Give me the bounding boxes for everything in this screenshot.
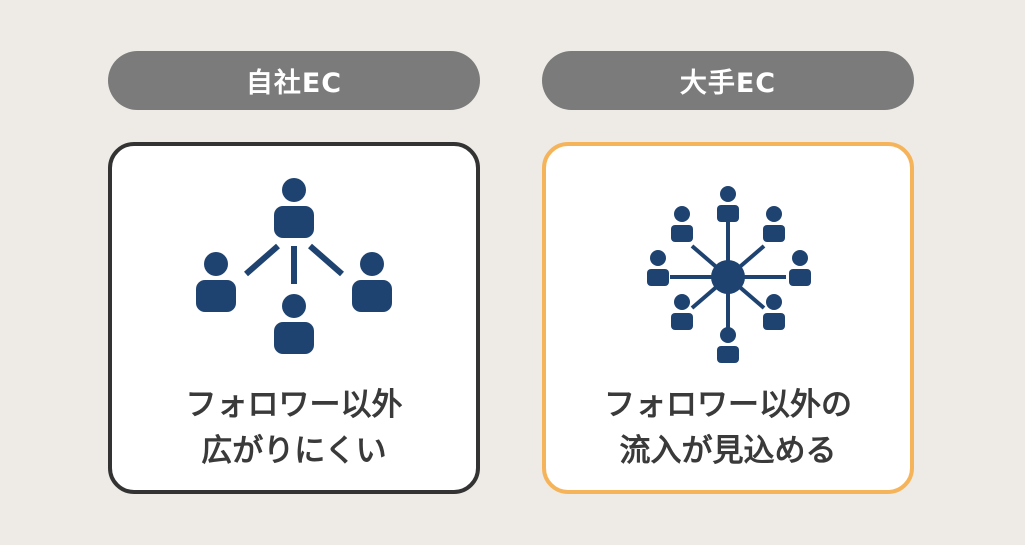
major-ec-caption-line2: 流入が見込める [619,433,837,469]
own-ec-card: フォロワー以外 広がりにくい [108,142,480,494]
own-ec-caption-line2: 広がりにくい [201,433,387,469]
own-ec-caption-line1: フォロワー以外 [185,387,403,423]
small-network-icon [196,178,392,354]
own-ec-caption: フォロワー以外 広がりにくい [112,382,476,474]
major-ec-caption: フォロワー以外の 流入が見込める [546,382,910,474]
major-ec-card: フォロワー以外の 流入が見込める [542,142,914,494]
major-ec-caption-line1: フォロワー以外の [604,387,852,423]
major-ec-label: 大手EC [542,51,914,110]
own-ec-label: 自社EC [108,51,480,110]
hub-network-icon [647,186,811,363]
